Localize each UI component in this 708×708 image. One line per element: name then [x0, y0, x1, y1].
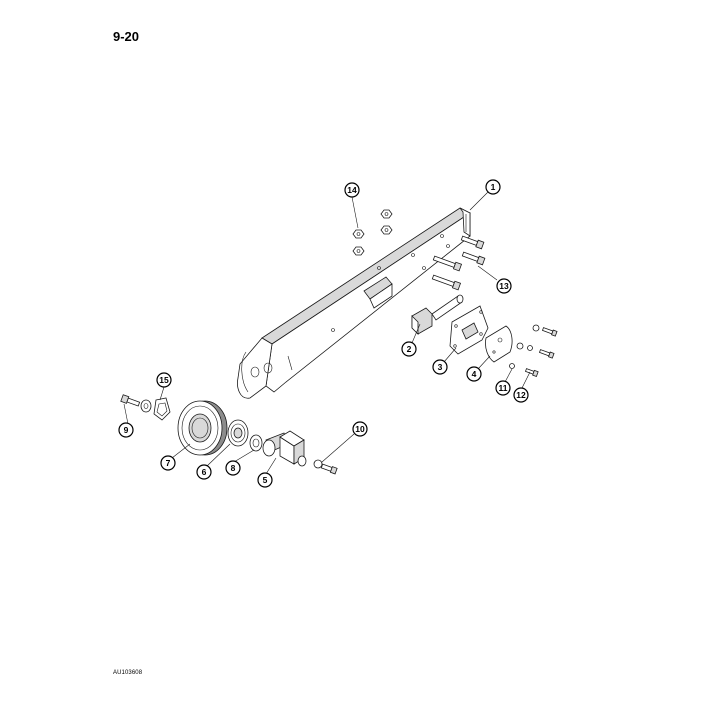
svg-text:15: 15: [159, 375, 169, 385]
callout-4: 4: [466, 366, 482, 382]
page-number: 9-20: [113, 29, 140, 44]
callout-13: 13: [496, 278, 512, 294]
svg-text:9: 9: [124, 425, 129, 435]
svg-text:4: 4: [472, 369, 477, 379]
svg-text:12: 12: [516, 390, 526, 400]
bolt-group-13: [431, 235, 486, 291]
callout-3: 3: [432, 359, 448, 375]
idler-assembly: [120, 394, 338, 475]
svg-text:5: 5: [263, 475, 268, 485]
callout-14: 14: [344, 182, 360, 198]
hardware-group-11-12: [509, 324, 558, 377]
callout-1: 1: [485, 179, 501, 195]
svg-text:11: 11: [499, 383, 508, 393]
plate-part-3: [449, 305, 489, 355]
callouts: 1 2 3 4 5 6 7 8: [118, 179, 529, 488]
svg-text:10: 10: [355, 424, 365, 434]
drawing-id: AU103608: [113, 670, 143, 676]
callout-7: 7: [160, 455, 176, 471]
svg-text:13: 13: [499, 281, 509, 291]
callout-2: 2: [401, 341, 417, 357]
svg-text:7: 7: [166, 458, 171, 468]
callout-6: 6: [196, 464, 212, 480]
svg-text:14: 14: [347, 185, 357, 195]
leader-lines: [123, 191, 531, 475]
callout-9: 9: [118, 422, 134, 438]
shaft-part-2: [411, 294, 464, 335]
callout-12: 12: [513, 387, 529, 403]
callout-10: 10: [352, 421, 368, 437]
callout-11: 11: [495, 380, 511, 396]
cover-plate-part-4: [485, 325, 513, 363]
callout-15: 15: [156, 372, 172, 388]
beam-assembly: [237, 207, 471, 399]
callout-8: 8: [225, 460, 241, 476]
svg-text:1: 1: [491, 182, 496, 192]
svg-text:8: 8: [231, 463, 236, 473]
callout-5: 5: [257, 472, 273, 488]
svg-text:2: 2: [407, 344, 412, 354]
svg-text:6: 6: [202, 467, 207, 477]
svg-text:3: 3: [438, 362, 443, 372]
nut-group-14: [352, 209, 393, 256]
